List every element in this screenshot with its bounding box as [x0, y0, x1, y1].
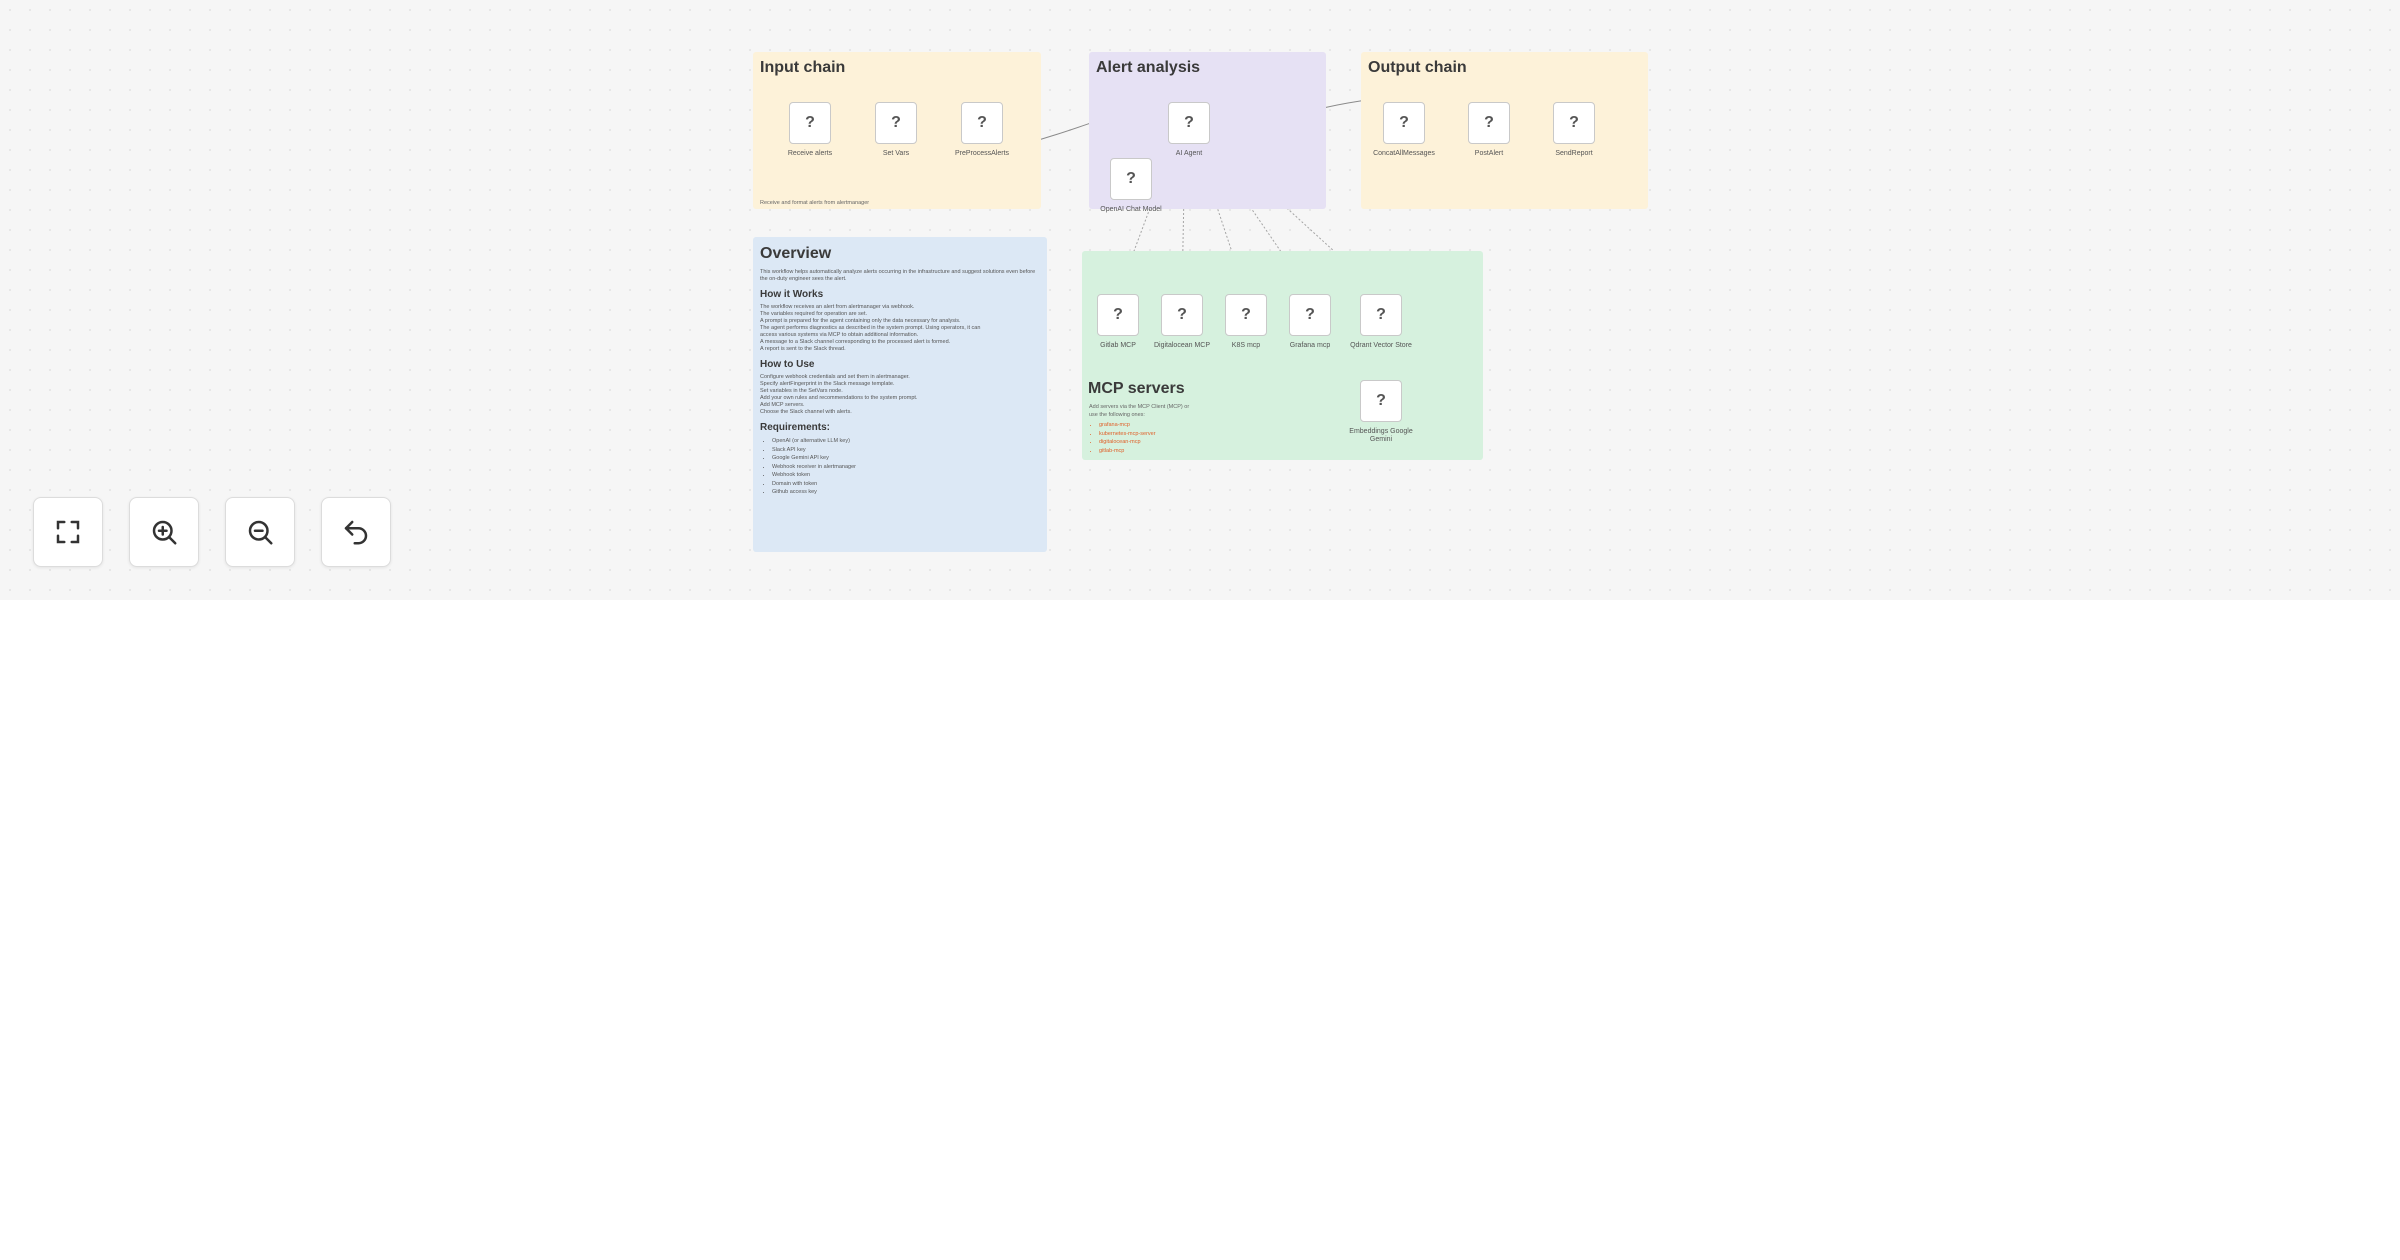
- mcp-links-list: grafana-mcp kubernetes-mcp-server digita…: [1089, 421, 1189, 455]
- unknown-node-icon: ?: [805, 114, 815, 131]
- unknown-node-icon: ?: [1305, 306, 1315, 323]
- unknown-node-icon: ?: [1399, 114, 1409, 131]
- zoom-in-icon: [152, 520, 177, 545]
- how-to-use-line: Add MCP servers.: [760, 402, 805, 408]
- output-chain-title: Output chain: [1368, 59, 1467, 76]
- requirement-item: Slack API key: [772, 446, 1040, 455]
- zoom-out-button[interactable]: [225, 497, 295, 567]
- requirement-item: Webhook token: [772, 471, 1040, 480]
- gitlab-mcp-label: Gitlab MCP: [1100, 342, 1136, 349]
- unknown-node-icon: ?: [977, 114, 987, 131]
- receive-alerts-node[interactable]: ?: [789, 102, 831, 144]
- unknown-node-icon: ?: [1241, 306, 1251, 323]
- how-to-use-line: Configure webhook credentials and set th…: [760, 374, 910, 380]
- mcp-servers-group[interactable]: MCP servers Add servers via the MCP Clie…: [1082, 251, 1483, 460]
- overview-title: Overview: [760, 245, 832, 262]
- k8s-mcp-node[interactable]: ?: [1225, 294, 1267, 336]
- unknown-node-icon: ?: [1376, 306, 1386, 323]
- mcp-servers-title: MCP servers: [1088, 380, 1185, 397]
- receive-alerts-label: Receive alerts: [787, 150, 833, 157]
- concat-all-messages-node[interactable]: ?: [1383, 102, 1425, 144]
- unknown-node-icon: ?: [1126, 170, 1136, 187]
- send-report-label: SendReport: [1555, 150, 1593, 157]
- unknown-node-icon: ?: [1184, 114, 1194, 131]
- how-to-use-line: Set variables in the SetVars node.: [760, 388, 843, 394]
- workflow-canvas[interactable]: Input chain Receive and format alerts fr…: [0, 0, 2400, 600]
- unknown-node-icon: ?: [1484, 114, 1494, 131]
- preprocess-alerts-node[interactable]: ?: [961, 102, 1003, 144]
- qdrant-vector-store-label: Qdrant Vector Store: [1350, 342, 1412, 349]
- grafana-mcp-label: Grafana mcp: [1289, 342, 1331, 349]
- how-it-works-heading: How it Works: [760, 289, 824, 300]
- fit-view-button[interactable]: [33, 497, 103, 567]
- input-chain-caption: Receive and format alerts from alertmana…: [760, 200, 870, 206]
- mcp-link[interactable]: grafana-mcp: [1099, 421, 1189, 430]
- concat-all-messages-label: ConcatAllMessages: [1373, 150, 1435, 157]
- overview-intro: This workflow helps automatically analyz…: [760, 269, 1036, 282]
- preprocess-alerts-label: PreProcessAlerts: [954, 150, 1010, 157]
- how-to-use-heading: How to Use: [760, 359, 815, 370]
- how-to-use-line: Specify alertFingerprint in the Slack me…: [760, 381, 895, 387]
- qdrant-vector-store-node[interactable]: ?: [1360, 294, 1402, 336]
- overview-note[interactable]: Overview This workflow helps automatical…: [753, 237, 1047, 552]
- k8s-mcp-label: K8S mcp: [1231, 342, 1261, 349]
- how-it-works-line: A prompt is prepared for the agent conta…: [760, 318, 961, 324]
- how-it-works-line: The agent performs diagnostics as descri…: [760, 325, 981, 331]
- set-vars-label: Set Vars: [882, 150, 910, 157]
- mcp-link[interactable]: kubernetes-mcp-server: [1099, 430, 1189, 439]
- unknown-node-icon: ?: [891, 114, 901, 131]
- send-report-node[interactable]: ?: [1553, 102, 1595, 144]
- embeddings-gemini-label: Embeddings Google Gemini: [1349, 428, 1413, 443]
- mcp-link[interactable]: gitlab-mcp: [1099, 447, 1189, 456]
- digitalocean-mcp-label: Digitalocean MCP: [1153, 342, 1211, 349]
- embeddings-gemini-node[interactable]: ?: [1360, 380, 1402, 422]
- how-to-use-line: Add your own rules and recommendations t…: [760, 395, 918, 401]
- post-alert-node[interactable]: ?: [1468, 102, 1510, 144]
- fullscreen-icon: [56, 520, 80, 544]
- requirement-item: Webhook receiver in alertmanager: [772, 463, 1040, 472]
- requirement-item: Github access key: [772, 488, 1040, 497]
- how-to-use-line: Choose the Slack channel with alerts.: [760, 409, 852, 415]
- openai-chat-model-label: OpenAI Chat Model: [1100, 206, 1162, 213]
- how-it-works-line: access various systems via MCP to obtain…: [760, 332, 919, 338]
- unknown-node-icon: ?: [1113, 306, 1123, 323]
- requirement-item: Google Gemini API key: [772, 454, 1040, 463]
- zoom-out-icon: [248, 520, 273, 545]
- requirement-item: OpenAI (or alternative LLM key): [772, 437, 1040, 446]
- ai-agent-label: AI Agent: [1175, 150, 1203, 157]
- undo-icon: [344, 520, 368, 545]
- grafana-mcp-node[interactable]: ?: [1289, 294, 1331, 336]
- input-chain-title: Input chain: [760, 59, 846, 76]
- requirements-list: OpenAI (or alternative LLM key) Slack AP…: [760, 437, 1040, 497]
- openai-chat-model-node[interactable]: ?: [1110, 158, 1152, 200]
- how-it-works-line: A message to a Slack channel correspondi…: [760, 339, 951, 345]
- unknown-node-icon: ?: [1376, 392, 1386, 409]
- set-vars-node[interactable]: ?: [875, 102, 917, 144]
- requirements-heading: Requirements:: [760, 422, 831, 433]
- unknown-node-icon: ?: [1569, 114, 1579, 131]
- zoom-in-button[interactable]: [129, 497, 199, 567]
- gitlab-mcp-node[interactable]: ?: [1097, 294, 1139, 336]
- how-it-works-line: The variables required for operation are…: [760, 311, 868, 317]
- undo-button[interactable]: [321, 497, 391, 567]
- how-it-works-line: A report is sent to the Slack thread.: [760, 346, 846, 352]
- ai-agent-node[interactable]: ?: [1168, 102, 1210, 144]
- alert-analysis-title: Alert analysis: [1096, 59, 1201, 76]
- requirement-item: Domain with token: [772, 480, 1040, 489]
- how-it-works-line: The workflow receives an alert from aler…: [760, 304, 915, 310]
- mcp-desc-line: use the following ones:: [1089, 412, 1145, 418]
- unknown-node-icon: ?: [1177, 306, 1187, 323]
- mcp-link[interactable]: digitalocean-mcp: [1099, 438, 1189, 447]
- mcp-desc-line: Add servers via the MCP Client (MCP) or: [1089, 404, 1190, 410]
- digitalocean-mcp-node[interactable]: ?: [1161, 294, 1203, 336]
- post-alert-label: PostAlert: [1474, 150, 1504, 157]
